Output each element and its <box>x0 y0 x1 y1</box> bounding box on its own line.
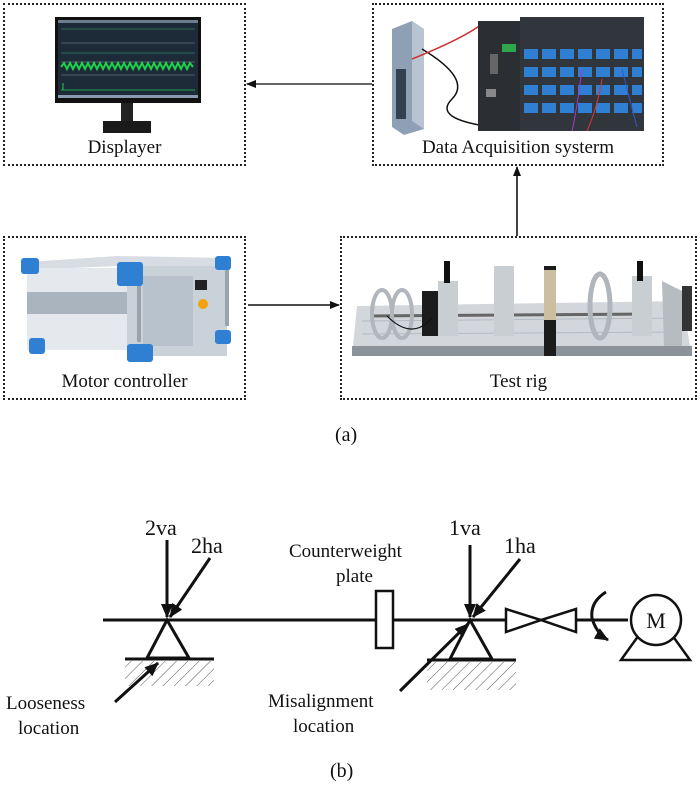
misalignment-arrow <box>398 622 470 693</box>
motor-label: M <box>646 608 666 633</box>
sensor-1ha-arrow <box>471 558 522 618</box>
counterweight-plate <box>374 589 395 650</box>
test-rig-box: Test rig <box>340 236 697 400</box>
sensor-2ha-label: 2ha <box>191 533 223 558</box>
motor-controller-box: Motor controller <box>3 236 246 400</box>
sensor-2ha-arrow <box>168 557 212 618</box>
test-rig-icon <box>352 261 692 356</box>
controller-box-icon <box>21 256 231 362</box>
counterweight-label-line1: Counterweight <box>289 541 403 562</box>
rotation-arrow <box>590 590 609 642</box>
motor-controller-label: Motor controller <box>61 371 188 392</box>
test-rig-label: Test rig <box>489 371 548 392</box>
daq-module-icon <box>392 17 644 135</box>
looseness-label-line2: location <box>18 718 80 739</box>
coupling-symbol <box>504 607 578 634</box>
caption-b: (b) <box>330 760 354 782</box>
looseness-arrow <box>113 661 160 704</box>
daq-box: Data Acquisition systerm <box>372 3 664 166</box>
daq-label: Data Acquisition systerm <box>421 137 615 158</box>
misalignment-label-line1: Misalignment <box>268 691 374 712</box>
counterweight-label-line2: plate <box>336 566 373 587</box>
monitor-icon <box>55 17 201 133</box>
bearing-support-1 <box>427 616 516 690</box>
panel-b-schematic: 2va 2ha Looseness location Counterweight… <box>6 515 693 739</box>
panel-a-connectors <box>246 80 521 309</box>
bearing-support-2 <box>125 616 214 686</box>
misalignment-label-line2: location <box>293 716 355 737</box>
caption-a: (a) <box>335 424 358 446</box>
sensor-1ha-label: 1ha <box>504 533 536 558</box>
displayer-label: Displayer <box>87 137 162 158</box>
motor-symbol: M <box>618 593 693 662</box>
sensor-2va-label: 2va <box>145 515 177 540</box>
sensor-1va-label: 1va <box>449 515 481 540</box>
displayer-box: Displayer <box>3 3 246 166</box>
looseness-label-line1: Looseness <box>6 693 85 714</box>
